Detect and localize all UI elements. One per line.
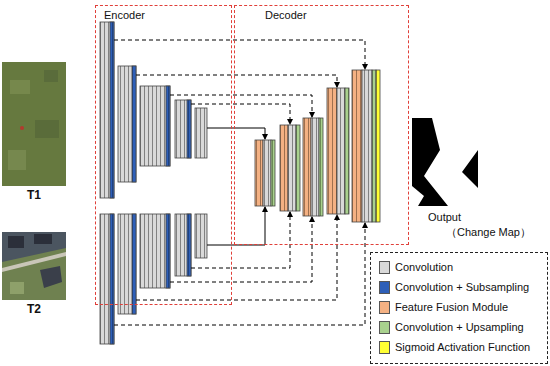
- t2-image: [2, 232, 66, 300]
- region-heading: Decoder: [265, 9, 408, 22]
- legend-swatch: [379, 341, 390, 354]
- image-label: T2: [27, 303, 41, 316]
- legend-swatch: [379, 261, 390, 274]
- legend-text: Convolution: [395, 261, 453, 274]
- legend-text: Sigmoid Activation Function: [395, 341, 530, 354]
- legend-text: Feature Fusion Module: [395, 301, 508, 314]
- decoder-blocks: [255, 70, 380, 222]
- region-box: Decoder: [234, 5, 409, 245]
- change-map: [412, 118, 478, 206]
- encoder-top-stream: [100, 22, 207, 198]
- legend-swatch: [379, 281, 390, 294]
- legend-swatch: [379, 321, 390, 334]
- output-label: （Change Map）: [446, 226, 531, 239]
- legend-text: Convolution + Subsampling: [395, 281, 529, 294]
- legend-box: ConvolutionConvolution + SubsamplingFeat…: [370, 252, 548, 364]
- image-label: T1: [27, 189, 41, 202]
- skip-connections: [114, 40, 365, 325]
- region-box: Encoder: [95, 5, 232, 305]
- region-heading: Encoder: [104, 9, 231, 22]
- t1-image: [2, 62, 66, 186]
- legend-text: Convolution + Upsampling: [395, 321, 524, 334]
- legend-swatch: [379, 301, 390, 314]
- output-label: Output: [428, 211, 461, 224]
